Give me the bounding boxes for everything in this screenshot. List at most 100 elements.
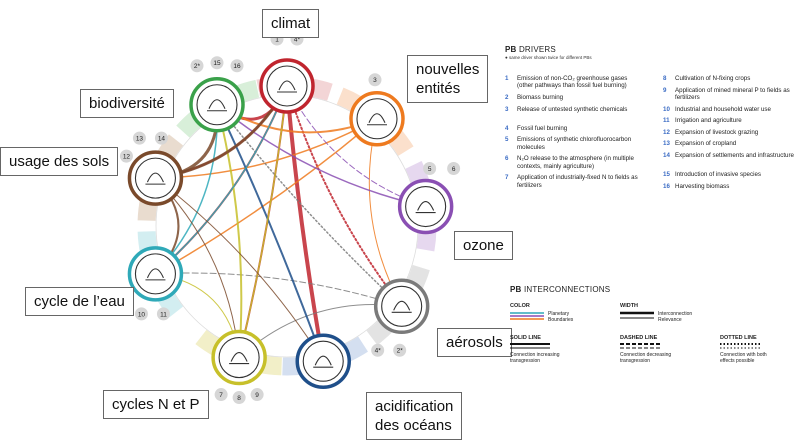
eau-icon: [134, 253, 176, 295]
driver-number: 13: [663, 140, 670, 148]
driver-badge-label: 9: [255, 392, 259, 399]
driver-badge: [447, 162, 461, 176]
sols-node-circle: [127, 150, 184, 206]
connection-line: [154, 272, 403, 307]
eau-icon-detail: [146, 268, 164, 279]
node-sols: [127, 150, 184, 206]
biodiversite-node-circle: [189, 77, 245, 133]
boundary-nodes: [127, 58, 454, 389]
driver-badge-label: 11: [160, 311, 167, 318]
connection-line: [238, 85, 288, 359]
node-biodiversite: [189, 77, 245, 133]
driver-badge-label: 4*: [294, 36, 301, 43]
legend-color-text: Planetary Boundaries: [548, 311, 574, 323]
driver-item: 15 Introduction of invasive species: [663, 171, 798, 178]
legend-width-text: Interconnection Relevance: [658, 311, 693, 323]
connection-line: [154, 177, 324, 362]
driver-badge-label: 14: [158, 136, 166, 143]
driver-number: 9: [663, 86, 667, 94]
biodiversite-icon: [196, 84, 238, 126]
ozone-node-circle: [397, 178, 454, 235]
driver-number: 14: [663, 152, 670, 159]
interconnections-title: PB INTERCONNECTIONS: [510, 285, 611, 294]
driver-badge: [210, 56, 224, 70]
acidification-node-circle: [295, 333, 351, 389]
driver-number: 7: [505, 174, 509, 182]
driver-badge: [132, 131, 146, 145]
driver-text: N₂O release to the atmosphere (in multip…: [517, 155, 634, 170]
connection-line: [154, 118, 378, 275]
connection-line: [216, 103, 325, 363]
aerosols-icon: [381, 285, 423, 327]
driver-badge-label: 1: [275, 36, 279, 43]
nouvelles-icon-detail: [368, 113, 386, 123]
legend-color: COLOR Planetary Boundaries: [510, 303, 590, 323]
driver-badge: [134, 307, 148, 321]
legend-dashed-text: Connection decreasing transgression: [620, 352, 672, 364]
legend-dotted-text: Connection with both effects possible: [720, 352, 767, 364]
driver-text: Application of mined mineral P to fields…: [675, 86, 790, 101]
legend-width: WIDTH Interconnection Relevance: [620, 303, 720, 323]
driver-text: Industrial and household water use: [675, 105, 771, 113]
driver-badge: [214, 388, 228, 402]
driver-number: 1: [505, 75, 509, 82]
label-nouvelles-text: nouvelles entités: [416, 61, 480, 97]
ozone-icon-detail: [417, 200, 435, 211]
nouvelles-node-circle: [349, 91, 405, 147]
driver-badge: [368, 73, 382, 87]
connection-line: [286, 85, 403, 308]
acidification-icon-detail: [314, 355, 332, 366]
driver-badge-label: 10: [138, 311, 146, 318]
driver-badge-label: 16: [233, 63, 241, 70]
node-aerosols: [373, 278, 430, 335]
biodiversite-icon-detail: [208, 99, 226, 109]
label-cycles-n-p: cycles N et P: [103, 390, 209, 419]
sols-icon: [134, 157, 176, 199]
drivers-panel: PB DRIVERS ● same driver shown twice for…: [505, 45, 795, 195]
legend-solid-swatch: [510, 343, 550, 349]
node-eau: [127, 246, 184, 302]
driver-text: Expansion of livestock grazing: [675, 128, 759, 136]
driver-badge: [232, 391, 246, 405]
driver-number: 11: [663, 117, 670, 125]
driver-number: 8: [663, 75, 667, 82]
driver-badge: [190, 59, 204, 73]
ozone-icon: [405, 185, 447, 228]
driver-item: 8 Cultivation of N-fixing crops: [663, 75, 798, 82]
driver-number: 2: [505, 94, 509, 101]
driver-number: 15: [663, 171, 670, 178]
label-acidification-text: acidification des océans: [375, 398, 454, 434]
driver-number: 4: [505, 124, 509, 132]
driver-badge: [156, 307, 170, 321]
driver-badge-label: 13: [136, 136, 144, 143]
nouvelles-icon: [356, 98, 398, 140]
connection-line: [216, 104, 427, 208]
label-biodiversite: biodiversité: [80, 89, 174, 118]
driver-badge: [423, 162, 437, 176]
climat-icon: [266, 65, 308, 107]
aerosols-node-circle: [373, 278, 430, 335]
driver-number: 16: [663, 182, 670, 190]
driver-text: Emission of non-CO₂ greenhouse gases (ot…: [517, 75, 628, 90]
driver-text: Introduction of invasive species: [675, 171, 761, 178]
legend-dotted-swatch: [720, 343, 760, 349]
legend-width-swatch: [620, 311, 654, 319]
driver-text: Fossil fuel burning: [517, 124, 568, 132]
driver-badge: [119, 149, 133, 163]
label-acidification: acidification des océans: [366, 392, 463, 440]
driver-text: Emissions of synthetic chlorofluorocarbo…: [517, 136, 632, 151]
label-cycle-eau: cycle de l’eau: [25, 287, 134, 316]
driver-badge-label: 6: [452, 166, 456, 173]
driver-text: Cultivation of N-fixing crops: [675, 75, 751, 82]
label-climat: climat: [262, 9, 320, 38]
driver-badge-label: 4*: [375, 348, 382, 355]
drivers-title: PB DRIVERS: [505, 45, 556, 54]
